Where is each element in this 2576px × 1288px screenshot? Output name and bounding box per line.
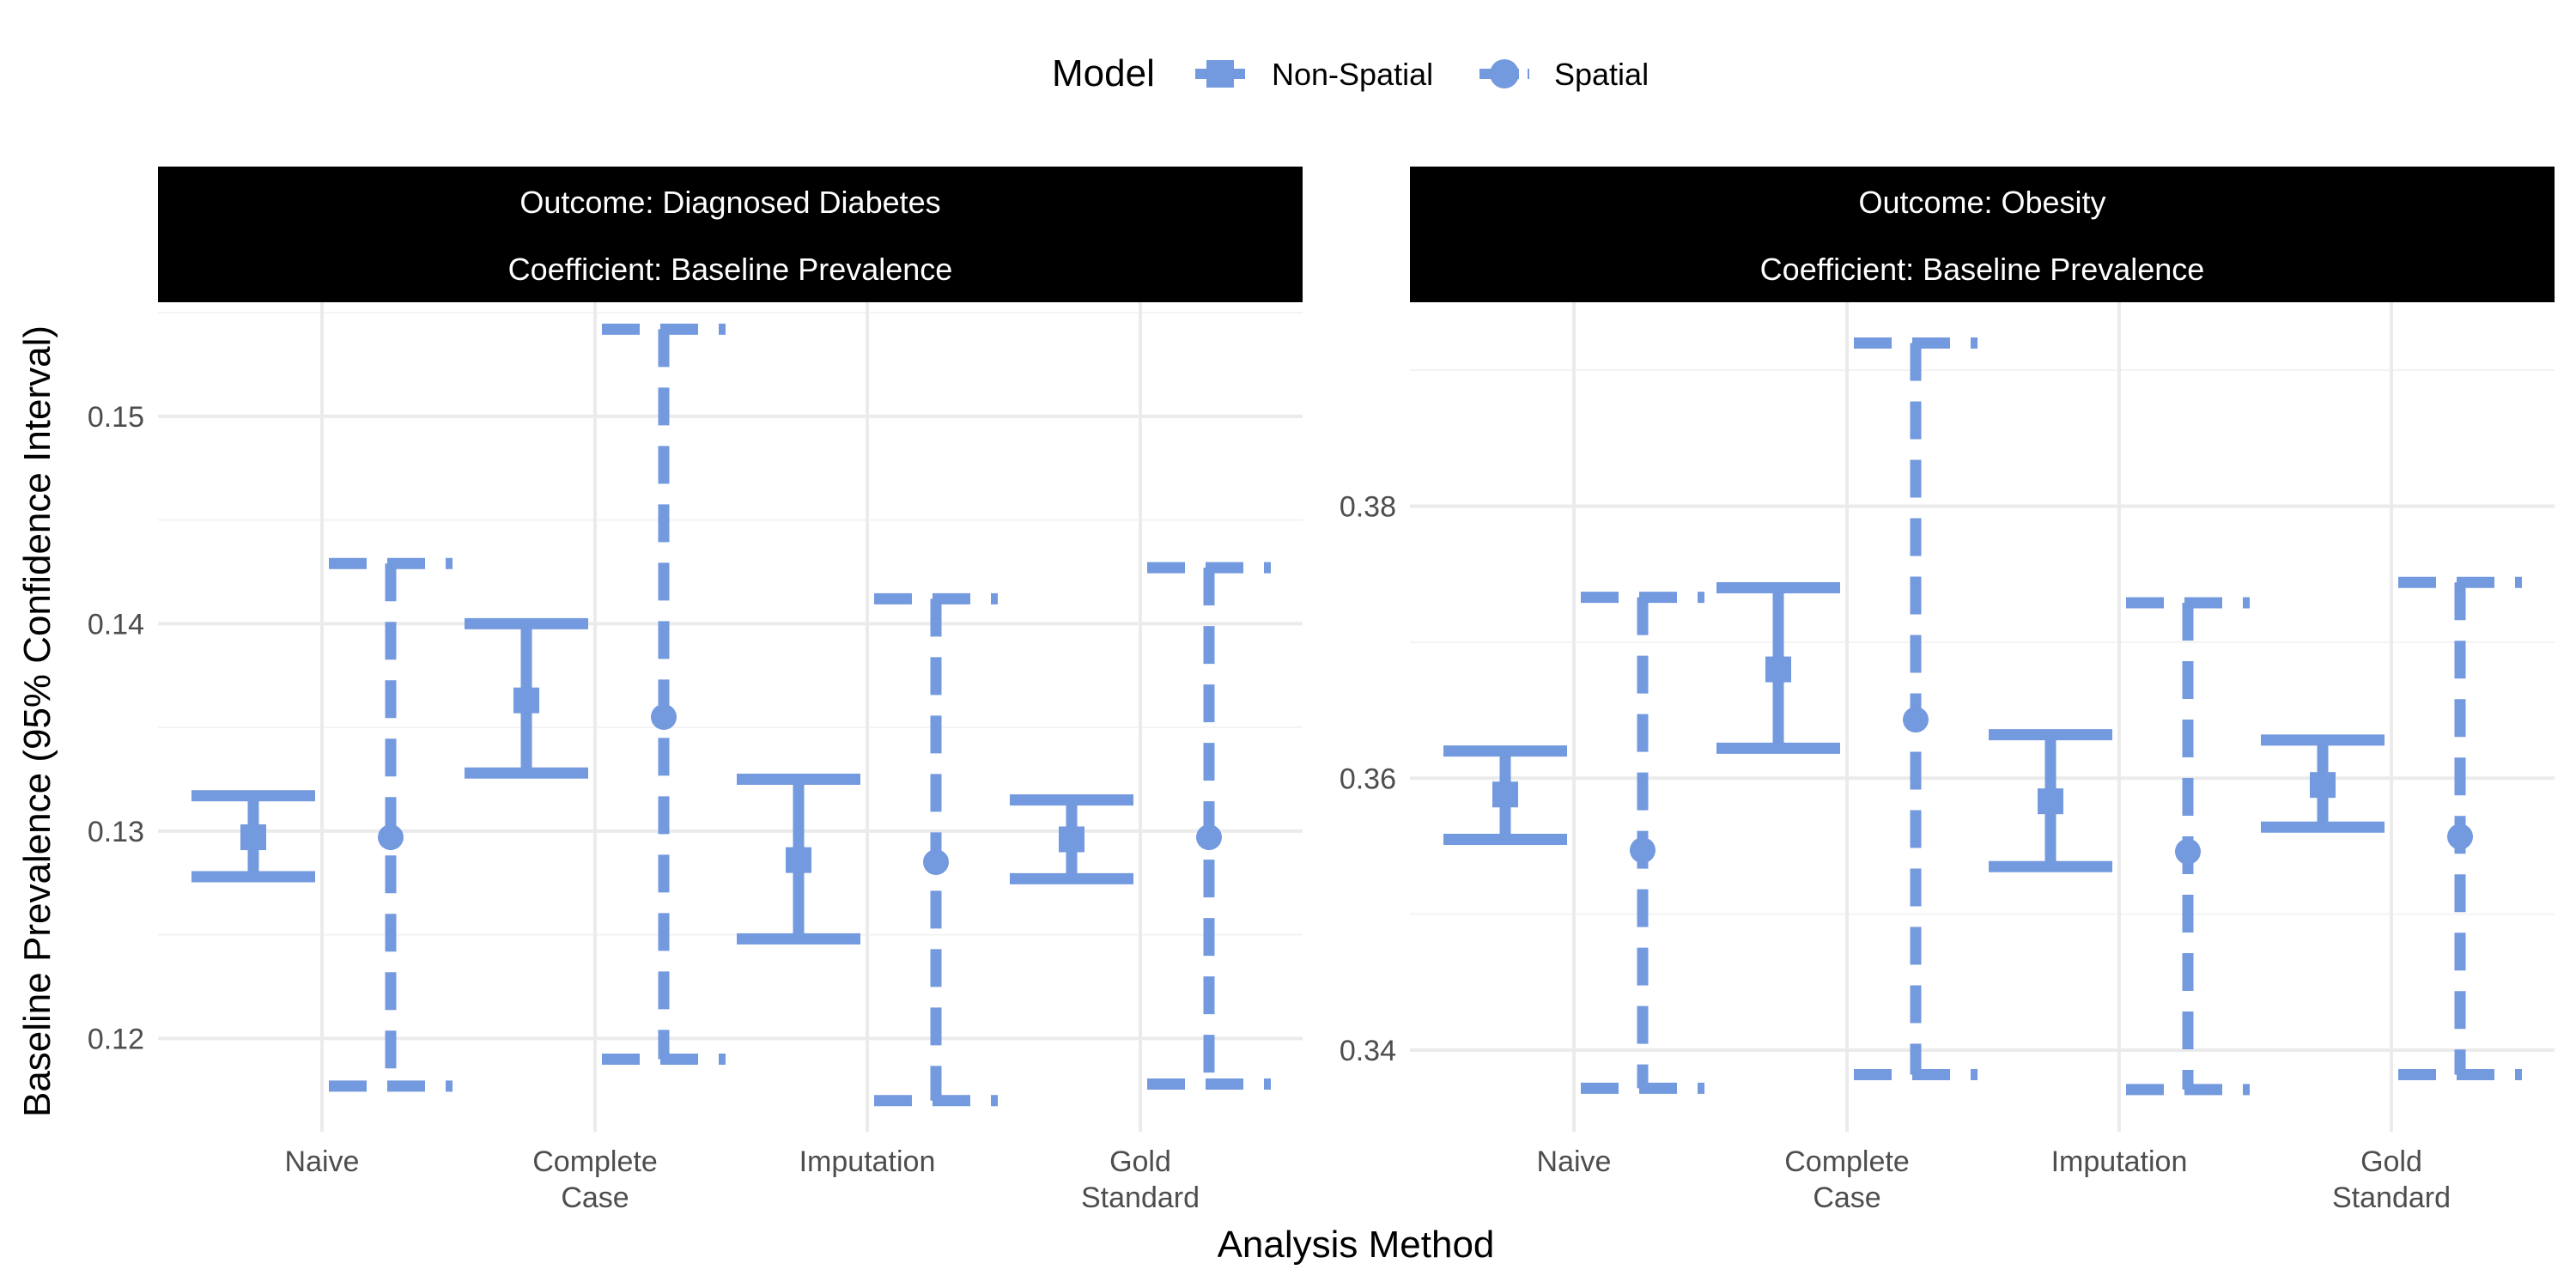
- x-axis-title: Analysis Method: [1218, 1224, 1495, 1266]
- series-non-spatial-gold-standard-point: [2310, 772, 2336, 799]
- series-non-spatial-gold-standard-point: [1059, 826, 1084, 853]
- series-non-spatial-imputation-point: [2038, 788, 2063, 815]
- strip-label: Coefficient: Baseline Prevalence: [508, 252, 953, 287]
- strip-label: Coefficient: Baseline Prevalence: [1760, 252, 2205, 287]
- strip-label: Outcome: Diagnosed Diabetes: [519, 185, 940, 220]
- legend-key-square-icon: [1206, 60, 1234, 88]
- series-spatial-gold-standard-point: [2447, 823, 2473, 850]
- series-spatial-complete-case-point: [1903, 707, 1929, 733]
- series-non-spatial-imputation-point: [786, 847, 811, 873]
- legend: Model Non-Spatial Spatial: [1052, 52, 1649, 94]
- x-tick-label-naive: Naive: [285, 1145, 360, 1178]
- series-non-spatial-naive-point: [240, 824, 266, 851]
- legend-label-non-spatial: Non-Spatial: [1272, 57, 1433, 92]
- legend-item-non-spatial[interactable]: Non-Spatial: [1195, 57, 1433, 92]
- panel-diagnosed-diabetes: Outcome: Diagnosed DiabetesCoefficient: …: [88, 167, 1303, 1214]
- strip-label: Outcome: Obesity: [1858, 185, 2105, 220]
- y-tick-label: 0.15: [88, 401, 144, 434]
- strip-background: [158, 167, 1303, 302]
- x-tick-label-imputation: Imputation: [2051, 1145, 2188, 1178]
- x-tick-label-naive: Naive: [1537, 1145, 1612, 1178]
- legend-key-circle-icon: [1490, 59, 1519, 88]
- series-spatial-complete-case-point: [651, 704, 677, 730]
- series-spatial-naive-point: [1630, 837, 1656, 864]
- strip-background: [1410, 167, 2555, 302]
- y-tick-label: 0.36: [1340, 762, 1396, 795]
- y-tick-label: 0.34: [1340, 1035, 1396, 1067]
- y-tick-label: 0.38: [1340, 491, 1396, 524]
- series-non-spatial-complete-case-point: [1765, 656, 1791, 683]
- legend-title: Model: [1052, 52, 1155, 94]
- legend-item-spatial[interactable]: Spatial: [1479, 57, 1649, 92]
- y-tick-label: 0.13: [88, 816, 144, 848]
- series-spatial-gold-standard-point: [1196, 824, 1222, 851]
- series-spatial-naive-point: [378, 824, 404, 851]
- x-tick-label-imputation: Imputation: [799, 1145, 936, 1178]
- legend-label-spatial: Spatial: [1554, 57, 1649, 92]
- y-tick-label: 0.12: [88, 1023, 144, 1055]
- series-spatial-imputation-point: [2175, 838, 2201, 865]
- y-tick-label: 0.14: [88, 608, 144, 641]
- series-non-spatial-naive-point: [1492, 781, 1518, 808]
- series-non-spatial-complete-case-point: [513, 687, 539, 714]
- y-axis-title: Baseline Prevalence (95% Confidence Inte…: [16, 325, 58, 1117]
- series-spatial-imputation-point: [923, 849, 949, 876]
